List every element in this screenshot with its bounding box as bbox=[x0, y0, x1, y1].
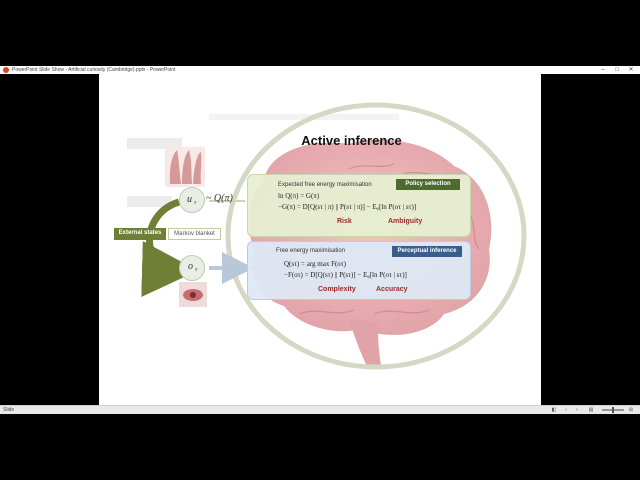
risk-label: Risk bbox=[337, 218, 352, 225]
maximize-icon[interactable]: □ bbox=[615, 67, 619, 73]
zoom-slider-thumb[interactable] bbox=[612, 407, 614, 413]
next-slide-icon[interactable]: › bbox=[576, 407, 578, 413]
status-bar: Slide ◧ ‹ › ▤ ⊞ bbox=[0, 405, 640, 414]
policy-selection-tag: Policy selection bbox=[396, 179, 460, 190]
slide-title: Active inference bbox=[301, 133, 402, 148]
slide-sorter-icon[interactable]: ◧ bbox=[551, 407, 557, 413]
outcome-node: o τ bbox=[179, 255, 205, 281]
expected-free-energy-panel: Expected free energy maximisation Policy… bbox=[247, 174, 471, 237]
markov-blanket-label: Markov blanket bbox=[168, 228, 221, 240]
eye-image bbox=[179, 282, 207, 307]
window-title-bar: PowerPoint Slide Show - Artificial curio… bbox=[0, 66, 640, 74]
slide-show-area[interactable]: Active inference u τ ~ Q(π) o τ External… bbox=[0, 74, 640, 405]
ghost-text-block bbox=[209, 114, 399, 120]
free-energy-panel: Free energy maximisation Perceptual infe… bbox=[247, 241, 471, 300]
hands-image bbox=[165, 147, 205, 187]
previous-slide-icon[interactable]: ‹ bbox=[565, 407, 567, 413]
ambiguity-label: Ambiguity bbox=[388, 218, 423, 225]
close-icon[interactable]: ✕ bbox=[628, 67, 634, 73]
policy-formula: ~ Q(π) bbox=[206, 193, 233, 204]
markov-blanket-ellipse bbox=[225, 102, 527, 370]
slide-indicator: Slide bbox=[3, 407, 15, 413]
action-node: u τ bbox=[179, 187, 205, 213]
outcome-node-subscript: τ bbox=[195, 267, 198, 273]
action-outcome-arrow bbox=[141, 198, 198, 297]
complexity-label: Complexity bbox=[318, 286, 356, 293]
fem-heading: Free energy maximisation bbox=[276, 248, 346, 254]
reading-view-icon[interactable]: ▤ bbox=[588, 407, 594, 413]
efe-equation-2: −G(π) = D[Q(sτ | π) || P(sτ | π)] − Eᵩ[l… bbox=[278, 203, 417, 211]
efe-heading: Expected free energy maximisation bbox=[278, 182, 372, 188]
outcome-node-label: o bbox=[188, 261, 193, 272]
minimize-icon[interactable]: – bbox=[601, 67, 605, 73]
ghost-text-block bbox=[127, 138, 182, 149]
efe-equation-1: ln Q(π) = G(π) bbox=[278, 192, 320, 200]
accuracy-label: Accuracy bbox=[376, 286, 408, 293]
powerpoint-app-icon bbox=[3, 67, 9, 73]
window-title: PowerPoint Slide Show - Artificial curio… bbox=[12, 67, 176, 73]
fem-equation-2: −F(oτ) = D[Q(sτ) || P(sτ)] − Eᵩ[ln P(oτ … bbox=[284, 271, 407, 279]
perceptual-inference-tag: Perceptual inference bbox=[392, 246, 462, 257]
fem-equation-1: Q(sτ) = arg max F(oτ) bbox=[284, 260, 346, 268]
fit-to-window-icon[interactable]: ⊞ bbox=[628, 407, 634, 413]
slide[interactable]: Active inference u τ ~ Q(π) o τ External… bbox=[99, 74, 541, 405]
action-node-subscript: τ bbox=[194, 200, 197, 206]
external-states-label: External states bbox=[114, 228, 166, 240]
ghost-text-block bbox=[127, 196, 172, 207]
action-node-label: u bbox=[187, 194, 192, 205]
